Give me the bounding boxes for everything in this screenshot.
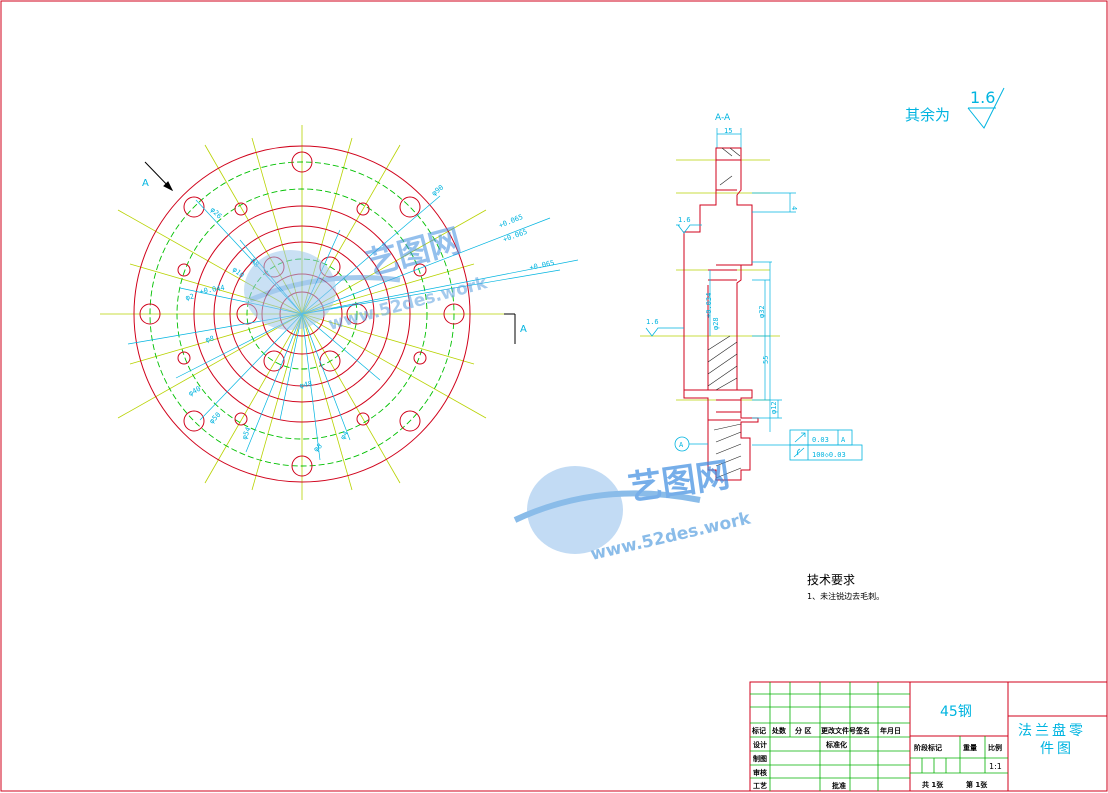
- section-profile: [683, 147, 759, 481]
- middle-pitch-circle: [176, 188, 428, 440]
- roughness-symbol-side: [645, 327, 684, 337]
- material-label: 45钢: [940, 704, 972, 720]
- general-roughness-note: 其余为 1.6: [905, 87, 1005, 129]
- inner-pitch-circle: [246, 258, 358, 370]
- tolerance-value-2: 100◇0.03: [812, 451, 846, 459]
- dim-label: +0.065: [502, 228, 529, 244]
- front-view: φ90 φ26 +0.065 R8 +0.065 φ10 +0.065 +0.0…: [100, 125, 579, 500]
- header-change-doc: 更改文件号: [821, 726, 856, 735]
- section-arrow-upper: [144, 161, 174, 192]
- row-design: 设计: [753, 740, 767, 749]
- dim-label: +0.065: [498, 213, 524, 230]
- title-block: 45钢 法兰盘零 件图 标记 处数 分 区 更改文件号 签名 年月日 设计 制图…: [749, 681, 1108, 792]
- dim-label: φ48: [299, 380, 313, 390]
- dim-label: φ8: [205, 335, 215, 344]
- scale-value: 1:1: [989, 762, 1002, 771]
- dim-step: 4: [790, 206, 798, 210]
- dim-label: φ50: [208, 411, 223, 426]
- inner-flange-edge: [193, 205, 411, 423]
- stage-label: 阶段标记: [914, 743, 942, 752]
- roughness-top-value: 1.6: [678, 216, 691, 224]
- dim-label: R8: [249, 257, 261, 269]
- section-hatching: [707, 147, 742, 479]
- roughness-symbol-top: [676, 224, 702, 234]
- outer-bolt-holes: [139, 151, 465, 477]
- section-arrow-right: [504, 313, 516, 344]
- tech-requirement-1: 1、未注锐边去毛刺。: [807, 591, 884, 601]
- dim-label: φ4: [339, 430, 350, 441]
- header-date: 年月日: [880, 726, 901, 735]
- dim-width: 15: [724, 127, 732, 135]
- outer-flange-edge: [133, 145, 471, 483]
- watermark-brand: 艺图网: [362, 221, 465, 283]
- sheets-total: 共 1张: [922, 780, 944, 789]
- watermark-brand: 艺图网: [626, 455, 733, 509]
- dim-bore: φ28: [712, 317, 720, 330]
- section-view: A-A 15: [640, 113, 863, 481]
- row-process: 工艺: [753, 781, 767, 790]
- datum-label: A: [679, 441, 684, 449]
- weight-label: 重量: [963, 743, 977, 752]
- bolt-pitch-circle: [149, 161, 455, 467]
- roughness-side-value: 1.6: [646, 318, 659, 326]
- row-review: 审核: [753, 768, 767, 777]
- header-count: 处数: [771, 726, 787, 735]
- boss-outer-circle: [213, 225, 391, 403]
- middle-holes: [177, 202, 427, 426]
- row-drawing: 制图: [753, 754, 767, 763]
- watermark-url: www.52des.work: [326, 273, 490, 335]
- section-mark-label: A: [142, 178, 149, 189]
- dim-55: 55: [762, 356, 770, 364]
- approve-label: 批准: [832, 781, 846, 790]
- header-mark: 标记: [751, 726, 766, 735]
- tolerance-value-1: 0.03: [812, 436, 829, 444]
- dim-label: +0.065: [529, 259, 555, 272]
- roughness-note-prefix: 其余为: [905, 106, 950, 124]
- section-view-label: A-A: [715, 113, 731, 123]
- dim-d32: φ32: [758, 305, 766, 318]
- watermark-lower: 艺图网 www.52des.work: [513, 455, 753, 565]
- part-name-line1: 法兰盘零: [1018, 722, 1086, 739]
- dim-label: φ2: [185, 293, 195, 302]
- sheet-number: 第 1张: [966, 780, 988, 789]
- header-zone: 分 区: [795, 726, 811, 735]
- datum-symbol: [674, 436, 708, 452]
- boss-inner-circle: [229, 241, 375, 387]
- tolerance-frame-2: [789, 444, 863, 461]
- tech-requirements-title: 技术要求: [807, 573, 855, 587]
- scale-label: 比例: [988, 743, 1002, 752]
- dim-label: φ26: [209, 206, 224, 221]
- dim-label: φ8: [312, 442, 324, 454]
- standardization-label: 标准化: [825, 740, 847, 749]
- section-mark-label: A: [520, 324, 527, 335]
- dim-bore-tol: +0.034: [705, 293, 713, 318]
- dim-label: φ10: [231, 265, 246, 279]
- tolerance-datum-1: A: [841, 436, 846, 444]
- roughness-note-value: 1.6: [970, 88, 995, 107]
- part-name-line2: 件图: [1040, 741, 1074, 757]
- dim-d12: φ12: [770, 401, 778, 414]
- header-signature: 签名: [855, 726, 870, 735]
- dim-label: φ90: [430, 183, 445, 197]
